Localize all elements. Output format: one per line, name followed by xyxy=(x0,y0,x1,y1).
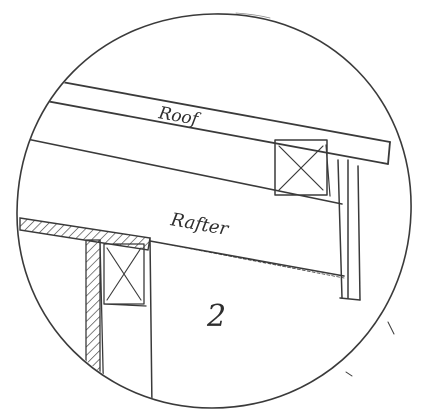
blocking-box xyxy=(274,139,331,197)
wall-stud xyxy=(85,239,147,408)
detail-circle-overdraw xyxy=(235,12,271,19)
sketch-mark xyxy=(345,321,395,377)
rafter xyxy=(21,137,345,279)
fascia-board xyxy=(337,159,361,301)
detail-number: 2 xyxy=(206,299,226,334)
roof-deck xyxy=(29,77,391,165)
detail-circle-outline xyxy=(16,13,412,409)
rafter-label: Rafter xyxy=(168,209,231,240)
top-plate xyxy=(19,217,153,408)
